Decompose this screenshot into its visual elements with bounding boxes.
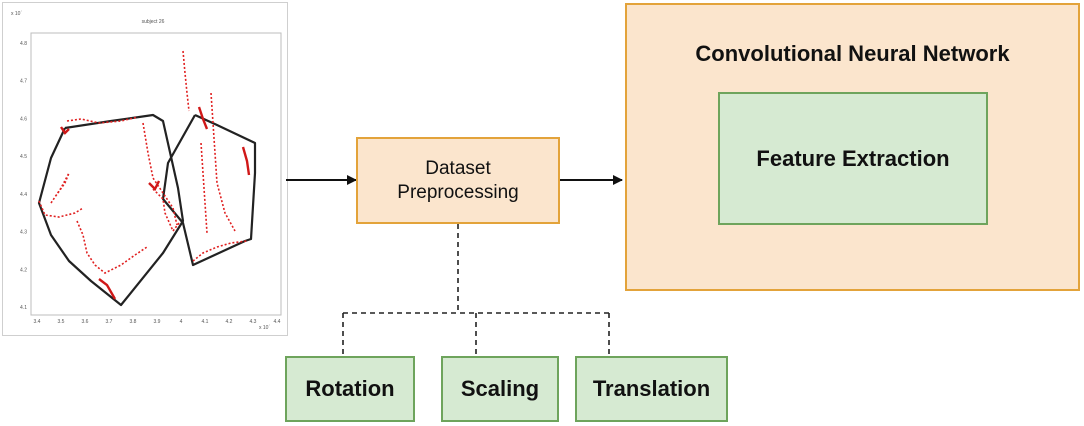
plot-x-tick-label: 4.2 xyxy=(226,319,233,325)
plot-y-exponent: x 10´ xyxy=(11,11,22,17)
red-trail-10 xyxy=(152,188,180,233)
red-segment-4 xyxy=(241,146,251,176)
dashed-augmentation-tree xyxy=(342,224,610,356)
red-segment-3 xyxy=(197,106,209,130)
red-trail-4 xyxy=(76,220,148,274)
plot-x-exponent: x 10´ xyxy=(259,325,270,331)
plot-y-tick-label: 4.3 xyxy=(20,230,27,236)
red-segment-2 xyxy=(98,278,117,300)
red-trail-1 xyxy=(66,116,139,124)
red-solid-segments xyxy=(60,106,251,300)
feature-extraction-label: Feature Extraction xyxy=(756,145,950,171)
translation-label: Translation xyxy=(592,376,711,401)
red-trail-9 xyxy=(192,240,248,262)
plot-axes-frame xyxy=(30,32,282,316)
red-trail-6 xyxy=(182,50,190,112)
plot-y-tick-label: 4.4 xyxy=(20,192,27,198)
red-segment-5 xyxy=(148,180,161,192)
plot-y-tick-label: 4.5 xyxy=(20,154,27,160)
scaling-node: Scaling xyxy=(441,356,559,422)
preprocessing-label-line2: Preprocessing xyxy=(397,181,519,203)
rotation-node: Rotation xyxy=(285,356,415,422)
plot-x-tick-label: 3.8 xyxy=(130,319,137,325)
plot-x-tick-label: 4 xyxy=(180,319,183,325)
plot-y-tick-label: 4.2 xyxy=(20,267,27,273)
plot-y-tick-label: 4.8 xyxy=(20,41,27,47)
cnn-title: Convolutional Neural Network xyxy=(695,41,1010,66)
plot-y-tick-label: 4.6 xyxy=(20,116,27,122)
red-trail-7 xyxy=(210,92,236,232)
plot-x-tick-label: 3.4 xyxy=(34,319,41,325)
plot-x-tick-label: 4.1 xyxy=(202,319,209,325)
preprocessing-label-line1: Dataset xyxy=(425,157,491,179)
scaling-label: Scaling xyxy=(460,376,540,401)
plot-y-tick-label: 4.1 xyxy=(20,305,27,311)
plot-x-tick-label: 3.6 xyxy=(82,319,89,325)
plot-x-tick-label: 4.3 xyxy=(250,319,257,325)
plot-x-tick-label: 4.4 xyxy=(274,319,281,325)
feature-extraction-node: Feature Extraction xyxy=(718,92,988,225)
rotation-label: Rotation xyxy=(305,376,395,401)
plot-x-tick-label: 3.7 xyxy=(106,319,113,325)
plot-title: subject 26 xyxy=(142,19,165,25)
trajectory-plot-svg: subject 26 x 10´ x 10´ 3.4 3.5 3.6 3.7 3.8 3.… xyxy=(11,11,282,331)
dataset-preprocessing-node: Dataset Preprocessing xyxy=(356,137,560,224)
plot-x-tick-label: 3.9 xyxy=(154,319,161,325)
translation-node: Translation xyxy=(575,356,728,422)
plot-y-tick-label: 4.7 xyxy=(20,79,27,85)
red-trail-2 xyxy=(50,172,70,204)
red-trail-8 xyxy=(200,142,208,234)
plot-x-tick-label: 3.5 xyxy=(58,319,65,325)
left-polygon xyxy=(37,113,185,307)
red-segment-1 xyxy=(60,126,70,135)
red-trail-3 xyxy=(38,200,84,218)
trajectory-plot: subject 26 x 10´ x 10´ 3.4 3.5 3.6 3.7 3.8 3.… xyxy=(2,2,288,336)
